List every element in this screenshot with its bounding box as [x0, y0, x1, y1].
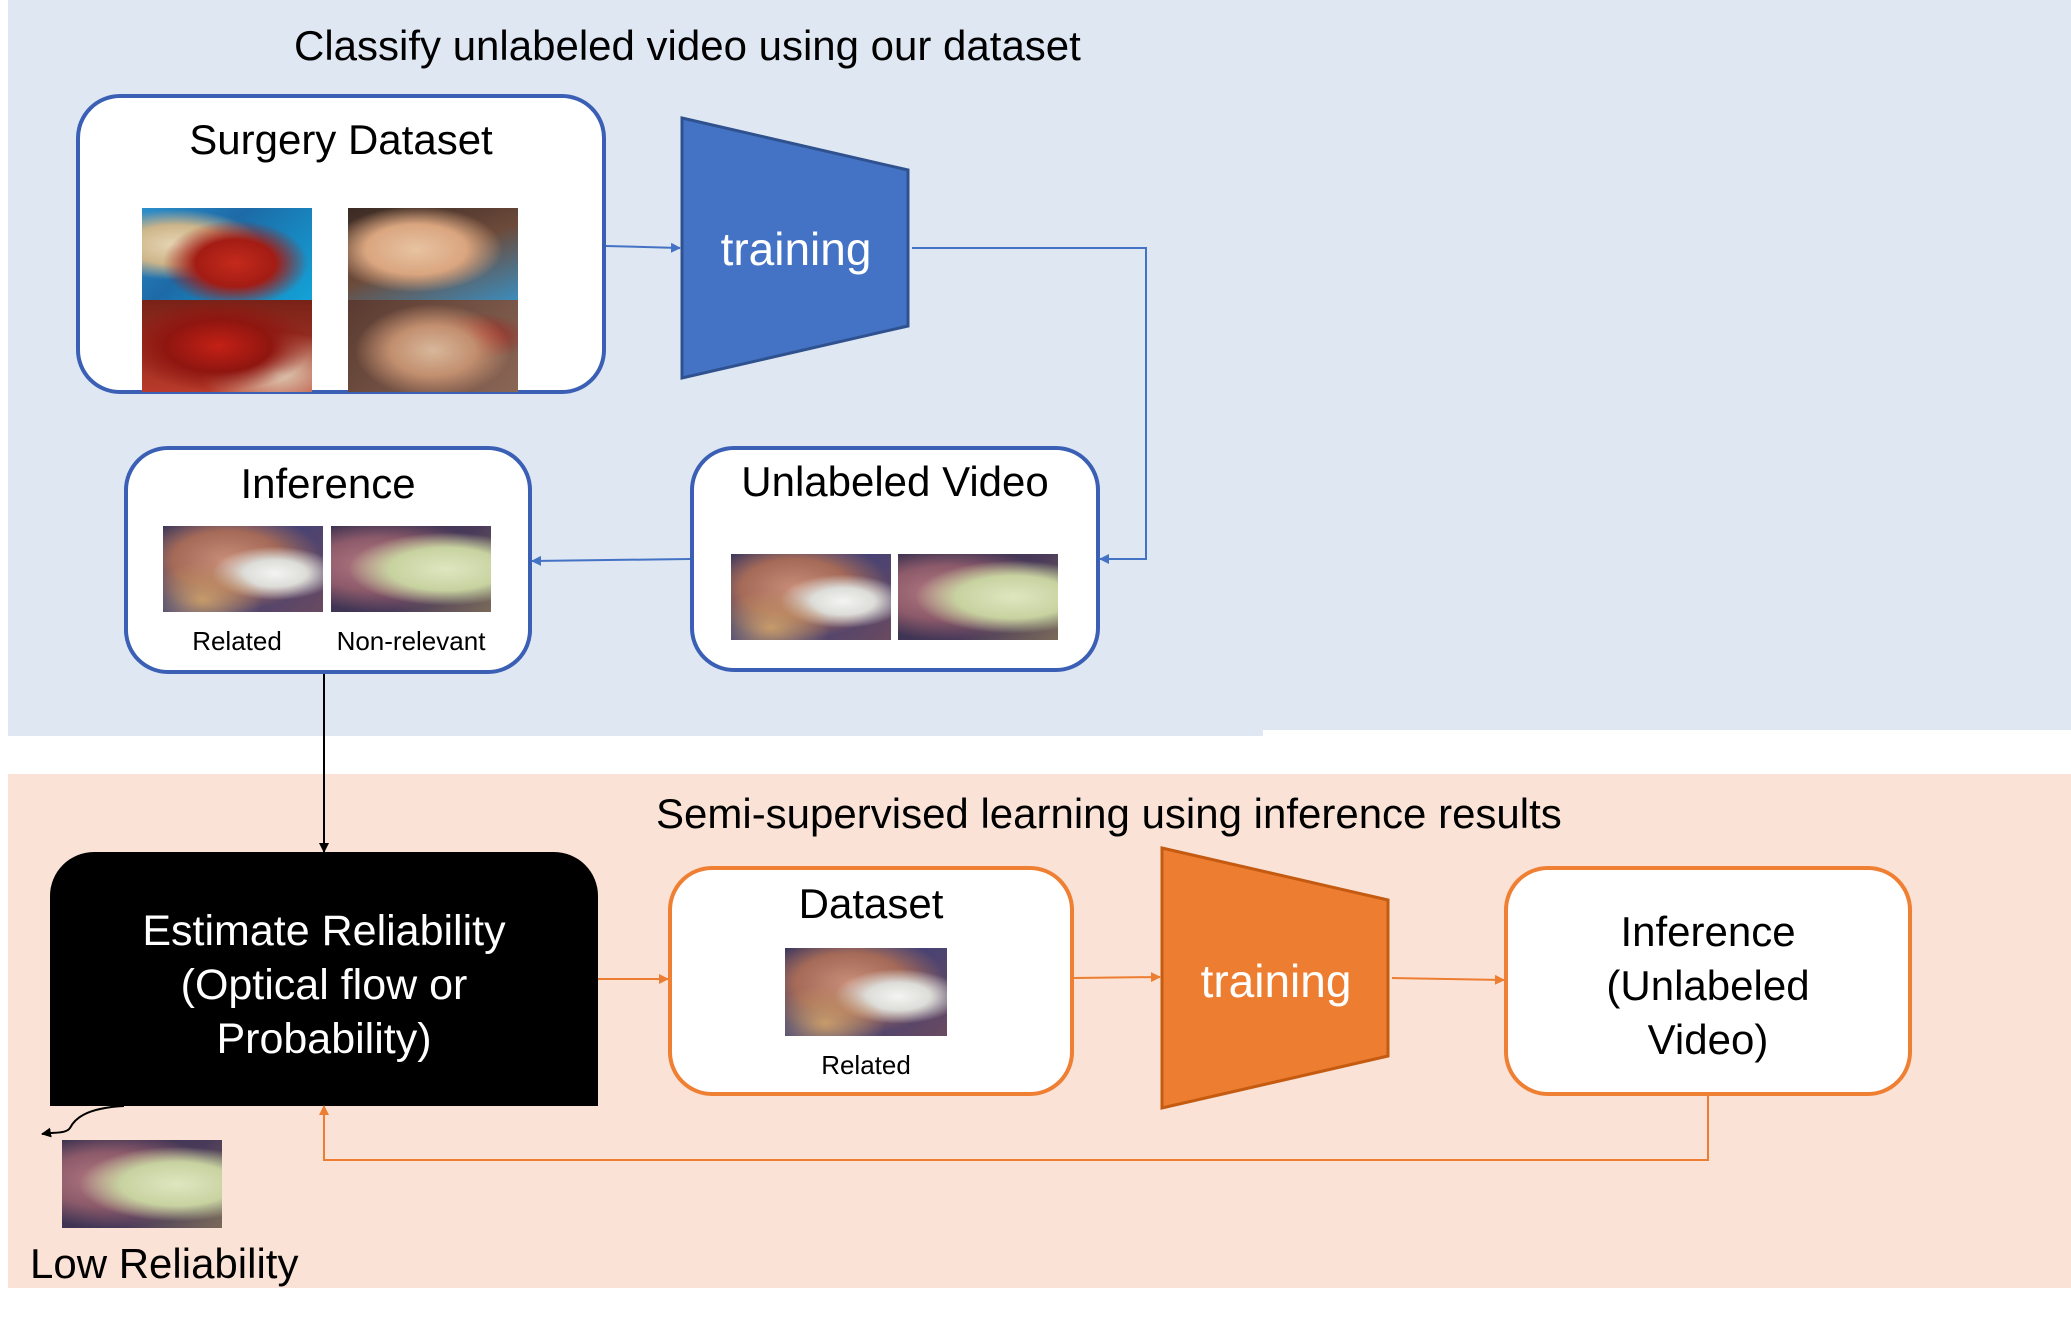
training-model-bottom — [1160, 846, 1390, 1110]
top-section-panel-right — [1263, 0, 2071, 730]
inference-bottom-line1: Inference — [1620, 908, 1796, 955]
estimate-reliability-box: Estimate Reliability (Optical flow or Pr… — [50, 852, 598, 1106]
surgery-image-4 — [348, 300, 518, 392]
inference-related-frame — [163, 526, 323, 612]
surgery-image-1 — [142, 208, 312, 300]
unlabeled-video-frame-2 — [898, 554, 1058, 640]
inference-box-bottom: Inference (Unlabeled Video) — [1504, 866, 1912, 1096]
arrow-feedback-loop — [319, 1096, 1709, 1161]
dataset-related-label: Related — [821, 1050, 911, 1080]
arrow-estimate-to-low-reliability — [41, 1105, 125, 1138]
low-reliability-label: Low Reliability — [30, 1240, 299, 1287]
unlabeled-video-frame-1 — [731, 554, 891, 640]
arrow-training-to-unlabeled — [912, 247, 1147, 564]
inference-bottom-line3: Video) — [1647, 1016, 1769, 1063]
inference-non-relevant-frame — [331, 526, 491, 612]
dataset-related-frame — [785, 948, 947, 1036]
bottom-section-title: Semi-supervised learning using inference… — [656, 790, 1562, 837]
training-label-bottom: training — [1200, 955, 1352, 1007]
arrow-dataset-to-training — [605, 242, 681, 253]
training-label-top: training — [720, 223, 872, 275]
estimate-reliability-line2: (Optical flow or — [180, 961, 468, 1009]
arrow-dataset-to-training-bottom — [1073, 972, 1161, 983]
surgery-dataset-title: Surgery Dataset — [189, 116, 493, 163]
estimate-reliability-line3: Probability) — [216, 1015, 432, 1063]
surgery-image-2 — [348, 208, 518, 300]
surgery-image-3 — [142, 300, 312, 392]
inference-non-relevant-label: Non-relevant — [336, 626, 486, 656]
training-model-top — [680, 116, 910, 380]
top-section-title: Classify unlabeled video using our datas… — [294, 22, 1081, 69]
arrow-unlabeled-to-inference — [531, 555, 691, 566]
low-reliability-frame — [62, 1140, 222, 1228]
inference-title-top: Inference — [240, 460, 416, 507]
unlabeled-video-title: Unlabeled Video — [741, 458, 1049, 505]
dataset-title-bottom: Dataset — [798, 880, 944, 927]
inference-bottom-line2: (Unlabeled — [1606, 962, 1810, 1009]
arrow-training-to-inference-bottom — [1391, 974, 1505, 985]
estimate-reliability-line1: Estimate Reliability — [142, 907, 506, 955]
inference-related-label: Related — [192, 626, 282, 656]
